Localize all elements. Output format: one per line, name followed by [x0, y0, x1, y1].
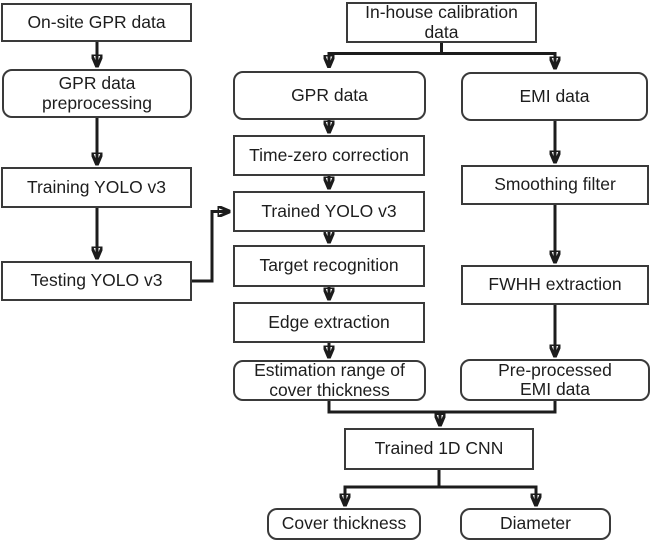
node-trained-1d-cnn: Trained 1D CNN [344, 428, 534, 470]
node-gpr-data-preprocessing: GPR data preprocessing [2, 69, 192, 118]
node-diameter: Diameter [460, 508, 611, 540]
node-onsite-gpr-data: On-site GPR data [1, 3, 192, 42]
node-estimation-range-cover-thickness: Estimation range of cover thickness [233, 360, 426, 401]
node-time-zero-correction: Time-zero correction [233, 135, 425, 176]
node-edge-extraction: Edge extraction [233, 302, 425, 343]
node-inhouse-calibration-data: In-house calibration data [346, 2, 537, 43]
edge-testing-to-trained-yolo [192, 212, 229, 283]
node-gpr-data: GPR data [233, 71, 426, 120]
node-cover-thickness: Cover thickness [267, 508, 421, 540]
node-target-recognition: Target recognition [233, 245, 425, 287]
node-training-yolo-v3: Training YOLO v3 [1, 167, 192, 208]
node-testing-yolo-v3: Testing YOLO v3 [1, 261, 192, 301]
node-preprocessed-emi-data: Pre-processed EMI data [460, 359, 650, 401]
node-trained-yolo-v3: Trained YOLO v3 [233, 191, 425, 232]
node-smoothing-filter: Smoothing filter [461, 165, 649, 205]
node-fwhh-extraction: FWHH extraction [461, 265, 649, 305]
node-emi-data: EMI data [461, 72, 648, 121]
